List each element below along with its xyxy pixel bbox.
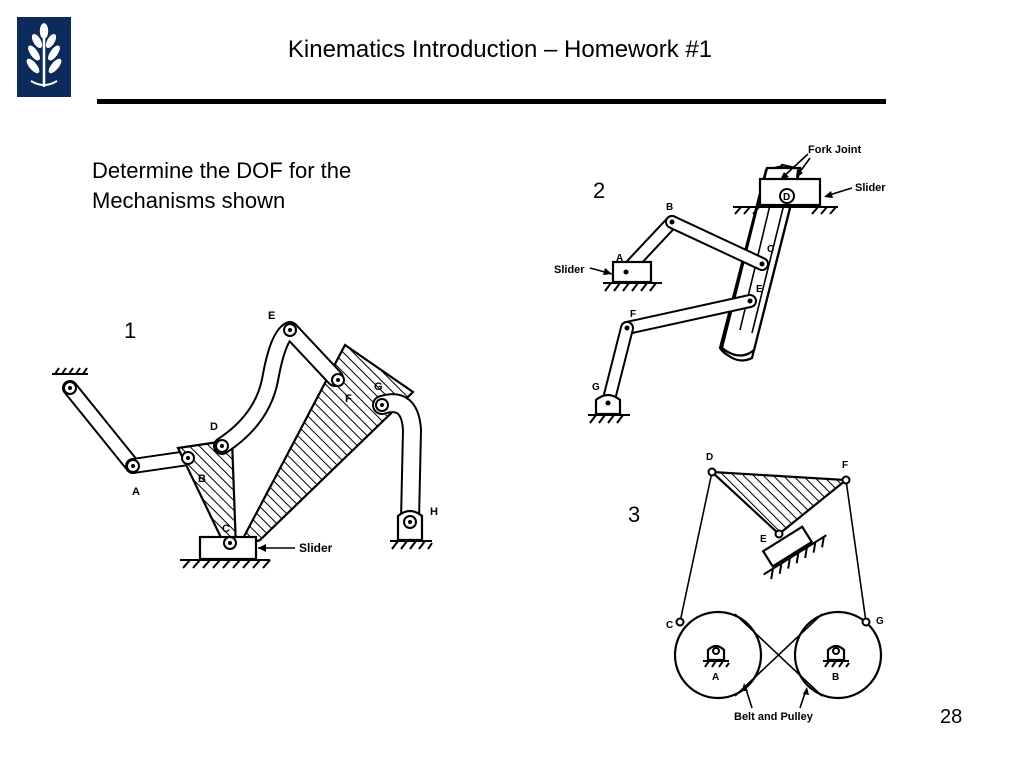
prompt-line-2: Mechanisms shown [92,188,286,213]
fig2-label-c: C [767,244,774,255]
fig2-fork-joint-label: Fork Joint [808,144,862,156]
fig3-label-b: B [832,672,839,683]
fig2-slider-label-left: Slider [554,264,585,276]
university-logo [17,17,71,97]
fig1-label-c: C [222,523,230,535]
fig3-label-e: E [760,534,767,545]
fig2-slider-label-right: Slider [855,182,886,194]
figure-2-mechanism: D [554,144,886,424]
fig2-label-g: G [592,382,600,393]
fig1-label-d: D [210,421,218,433]
fig3-belt-label: Belt and Pulley [734,711,814,723]
fig2-label-a: A [616,253,623,264]
figure-1-mechanism: A B C D E F G H Slider [52,310,438,569]
fig3-label-g: G [876,616,884,627]
figure-1-number: 1 [124,318,137,343]
fig3-label-d: D [706,452,713,463]
oak-leaf-logo-icon [26,23,62,87]
fig1-label-h: H [430,506,438,518]
fig3-label-c: C [666,620,673,631]
fig1-label-a: A [132,486,140,498]
fig1-slider-label: Slider [299,541,333,555]
ground-symbol [52,367,88,375]
figure-3-number: 3 [628,502,641,527]
fig1-label-b: B [198,473,206,485]
figure-3-mechanism: D F E C G A B Belt and Pulley [666,452,884,723]
fig1-label-e: E [268,310,275,322]
fig1-label-g: G [374,381,383,393]
fig2-label-d: D [783,192,790,203]
prompt-text: Determine the DOF for the Mechanisms sho… [92,156,351,216]
page-number: 28 [940,706,963,728]
page-title: Kinematics Introduction – Homework #1 [287,36,713,63]
title-divider [97,99,886,104]
fig2-label-b: B [666,202,673,213]
prompt-line-1: Determine the DOF for the [92,158,352,183]
fig2-label-e: E [756,284,763,295]
fig3-label-a: A [712,672,719,683]
fig2-label-f: F [630,309,636,320]
fig3-label-f: F [842,460,848,471]
fig1-label-f: F [345,393,352,405]
figure-2-number: 2 [593,178,606,203]
